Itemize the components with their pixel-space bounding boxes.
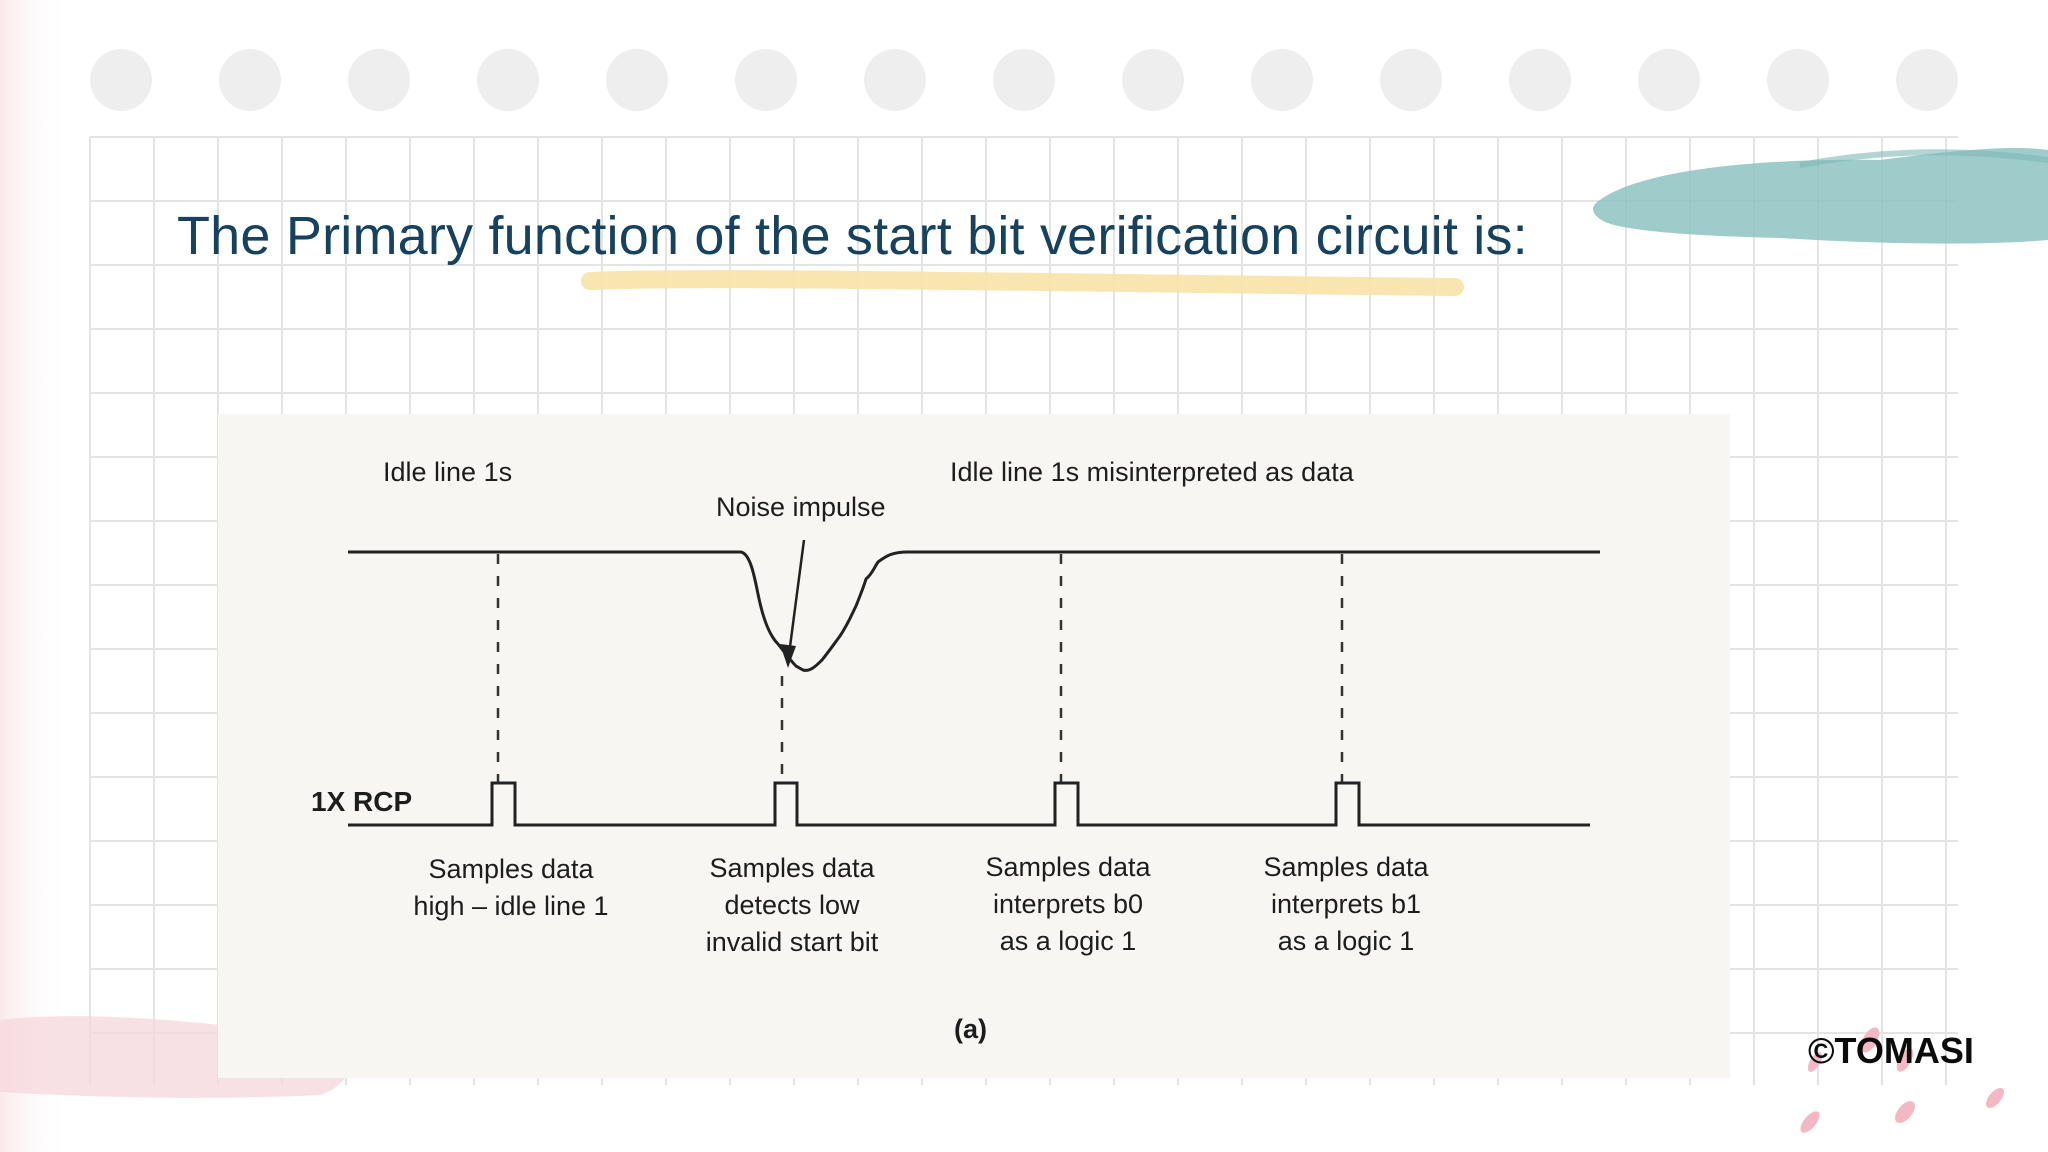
svg-text:invalid start bit: invalid start bit xyxy=(706,927,879,957)
svg-text:interprets b0: interprets b0 xyxy=(993,889,1143,919)
idle-line-label: Idle line 1s xyxy=(383,457,512,487)
sample-note-4: Samples data interprets b1 as a logic 1 xyxy=(1263,852,1429,956)
noise-arrow-shaft xyxy=(786,539,806,663)
sample-note-1: Samples data high – idle line 1 xyxy=(413,854,608,921)
svg-text:Samples data: Samples data xyxy=(428,854,594,884)
background-dot xyxy=(864,49,926,111)
background-dot xyxy=(1509,49,1571,111)
pink-dash-accents xyxy=(1800,1027,2004,1133)
noise-arrow-head xyxy=(780,644,796,668)
svg-text:interprets b1: interprets b1 xyxy=(1271,889,1421,919)
svg-text:as a logic 1: as a logic 1 xyxy=(1278,926,1415,956)
background-dot xyxy=(1638,49,1700,111)
background-dot xyxy=(219,49,281,111)
noise-impulse-label: Noise impulse xyxy=(716,492,886,522)
yellow-highlight xyxy=(581,270,1464,296)
svg-text:Samples data: Samples data xyxy=(709,853,875,883)
sample-dashed-lines xyxy=(496,554,1344,782)
background-dot xyxy=(606,49,668,111)
data-line-waveform xyxy=(348,550,1600,672)
background-dot xyxy=(1380,49,1442,111)
background-dot xyxy=(1122,49,1184,111)
rcp-clock-waveform xyxy=(348,781,1590,827)
idle-misinterpreted-label: Idle line 1s misinterpreted as data xyxy=(950,457,1355,487)
background-dot xyxy=(348,49,410,111)
timing-diagram-panel: Idle line 1s Noise impulse Idle line 1s … xyxy=(218,414,1730,1078)
timing-diagram: Idle line 1s Noise impulse Idle line 1s … xyxy=(311,457,1600,1044)
svg-text:Samples data: Samples data xyxy=(985,852,1151,882)
background-dot xyxy=(1251,49,1313,111)
svg-text:Samples data: Samples data xyxy=(1263,852,1429,882)
svg-text:as a logic 1: as a logic 1 xyxy=(1000,926,1137,956)
diagram-caption: (a) xyxy=(954,1014,987,1044)
svg-text:high – idle line 1: high – idle line 1 xyxy=(413,891,608,921)
rcp-label: 1X RCP xyxy=(311,786,412,817)
teal-brush-stroke xyxy=(1593,148,2048,244)
background-dot xyxy=(477,49,539,111)
background-dot xyxy=(993,49,1055,111)
background-dot xyxy=(1896,49,1958,111)
slide-title: The Primary function of the start bit ve… xyxy=(177,206,1528,266)
background-dot xyxy=(735,49,797,111)
copyright-label: ©TOMASI xyxy=(1808,1030,1974,1071)
sample-note-3: Samples data interprets b0 as a logic 1 xyxy=(985,852,1151,956)
sample-note-2: Samples data detects low invalid start b… xyxy=(706,853,879,957)
background-dot xyxy=(1767,49,1829,111)
background-dot xyxy=(90,49,152,111)
dot-row xyxy=(90,49,1958,111)
svg-text:detects low: detects low xyxy=(724,890,860,920)
